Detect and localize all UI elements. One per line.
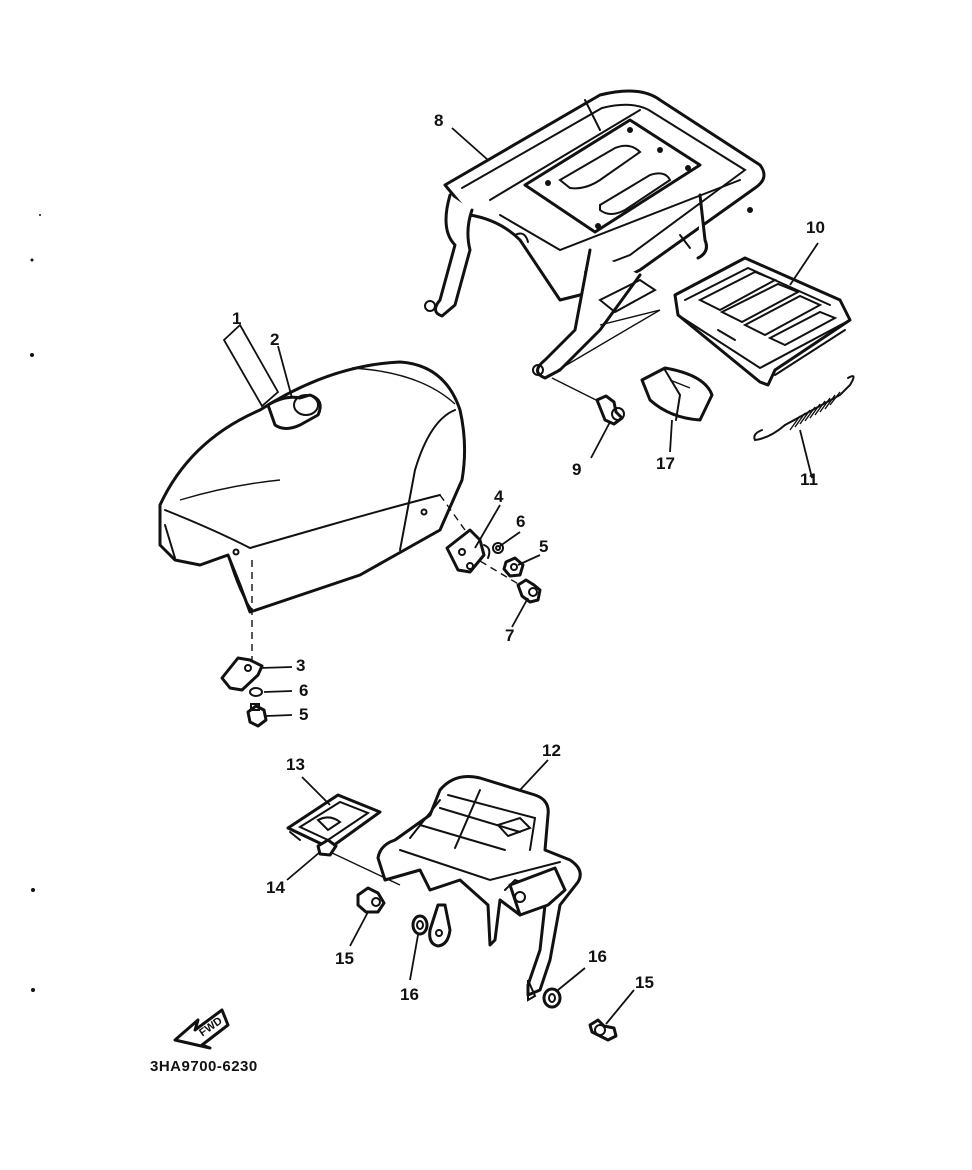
callout-1: 1 [232, 309, 242, 328]
carrier-rack-bottom [376, 775, 582, 1002]
decal [640, 366, 714, 422]
washer-16-right [542, 987, 562, 1009]
callout-5-lower: 5 [299, 705, 309, 724]
fwd-arrow-icon: FWD [173, 1008, 230, 1050]
callout-13: 13 [286, 755, 305, 774]
callout-8: 8 [434, 111, 444, 130]
callout-6-lower: 6 [299, 681, 309, 700]
bolt-7 [516, 578, 542, 604]
callout-7: 7 [505, 626, 515, 645]
washer-16-left [411, 914, 429, 936]
bolt-15-left [356, 886, 386, 914]
seat [158, 360, 467, 614]
callout-12: 12 [542, 741, 561, 760]
scan-specks [30, 214, 41, 992]
callout-14: 14 [266, 878, 285, 897]
callout-16-right: 16 [588, 947, 607, 966]
callout-5-upper: 5 [539, 537, 549, 556]
drawing-code: 3HA9700-6230 [150, 1058, 258, 1075]
spring [753, 375, 855, 442]
bolt-15-right [588, 1018, 618, 1042]
callout-17: 17 [656, 454, 675, 473]
leader-lines [222, 127, 819, 1025]
callout-10: 10 [806, 218, 825, 237]
bolt-9 [595, 394, 625, 426]
callout-15-right: 15 [635, 973, 654, 992]
nut-5-upper [502, 556, 525, 578]
callout-6-upper: 6 [516, 512, 526, 531]
tray-box [673, 256, 852, 387]
callout-15-left: 15 [335, 949, 354, 968]
carrier-rack-top [424, 89, 766, 380]
bracket-4 [445, 528, 491, 574]
callout-2: 2 [270, 330, 280, 349]
callout-4: 4 [494, 487, 504, 506]
washer-6-lower [249, 687, 263, 697]
callout-11: 11 [800, 470, 818, 489]
callout-3: 3 [296, 656, 306, 675]
callout-16-left: 16 [400, 985, 419, 1004]
nut-5-lower [246, 703, 268, 728]
callout-9: 9 [572, 460, 582, 479]
washer-6-upper [492, 542, 504, 554]
plate-13 [286, 793, 382, 850]
bracket-3 [220, 656, 264, 692]
